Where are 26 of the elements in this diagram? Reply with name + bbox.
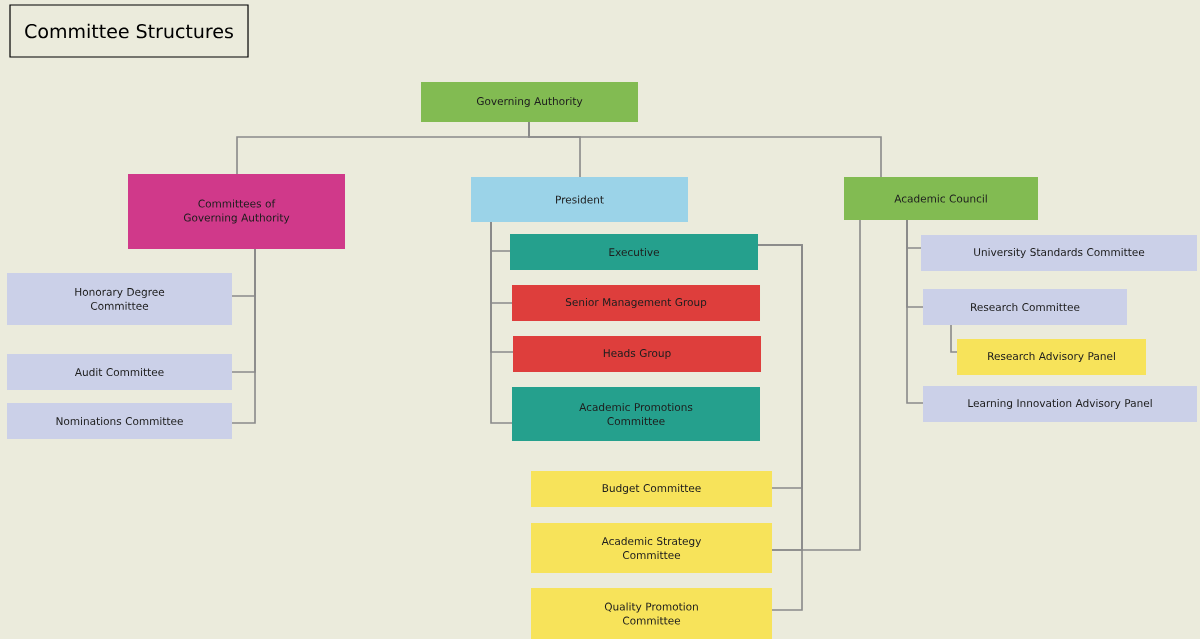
connector-line [231,248,256,424]
connector-line [950,324,958,353]
org-box: Quality Promotion Committee [531,588,772,639]
org-box: President [471,177,688,222]
org-box: Governing Authority [421,82,638,122]
org-box: Research Advisory Panel [957,339,1146,375]
org-box: Academic Promotions Committee [512,387,760,441]
org-box: Academic Strategy Committee [531,523,772,573]
org-box: Academic Council [844,177,1038,220]
connector-line [757,244,803,611]
connector-line [490,221,513,424]
connector-line [528,121,882,178]
org-box: Committees of Governing Authority [128,174,345,249]
org-box: Learning Innovation Advisory Panel [923,386,1197,422]
org-box: Nominations Committee [7,403,232,439]
title-box: Committee Structures [9,4,249,58]
org-box: Executive [510,234,758,270]
org-box: Honorary Degree Committee [7,273,232,325]
org-box: Heads Group [513,336,761,372]
connector-line [771,219,861,551]
org-box: Audit Committee [7,354,232,390]
org-box: Research Committee [923,289,1127,325]
connector-line [906,219,924,404]
org-box: Budget Committee [531,471,772,507]
org-box: University Standards Committee [921,235,1197,271]
org-box: Senior Management Group [512,285,760,321]
